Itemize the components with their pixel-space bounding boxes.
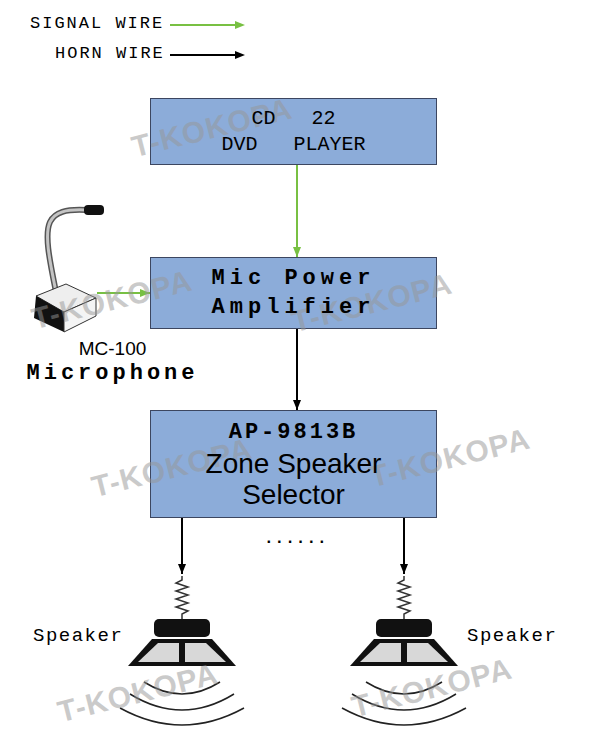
node-title: Mic Power Amplifier bbox=[179, 264, 409, 322]
ellipsis-dots: ...... bbox=[264, 530, 328, 548]
watermark: T-KOKOPA bbox=[54, 657, 221, 730]
device-box: AP-9813BZone Speaker Selector bbox=[150, 410, 437, 518]
horn-wire bbox=[178, 518, 186, 574]
legend-text: HORN WIRE bbox=[55, 44, 165, 63]
node-title: CD 22 DVD PLAYER bbox=[219, 106, 369, 158]
node-subtitle: Zone Speaker Selector bbox=[174, 448, 414, 510]
horn-wire bbox=[293, 329, 301, 410]
legend-text: SIGNAL WIRE bbox=[30, 14, 164, 33]
node-title: Speaker bbox=[467, 624, 557, 648]
node-subtitle: Microphone bbox=[26, 360, 198, 387]
node-title: Speaker bbox=[33, 624, 123, 648]
signal-wire bbox=[293, 165, 301, 257]
horn-wire bbox=[400, 518, 408, 574]
legend-sample bbox=[170, 51, 245, 59]
node-title: AP-9813B bbox=[229, 418, 359, 448]
legend-sample bbox=[170, 21, 245, 29]
device-box: Mic Power Amplifier bbox=[150, 257, 437, 329]
node-title: MC-100 bbox=[79, 337, 147, 360]
